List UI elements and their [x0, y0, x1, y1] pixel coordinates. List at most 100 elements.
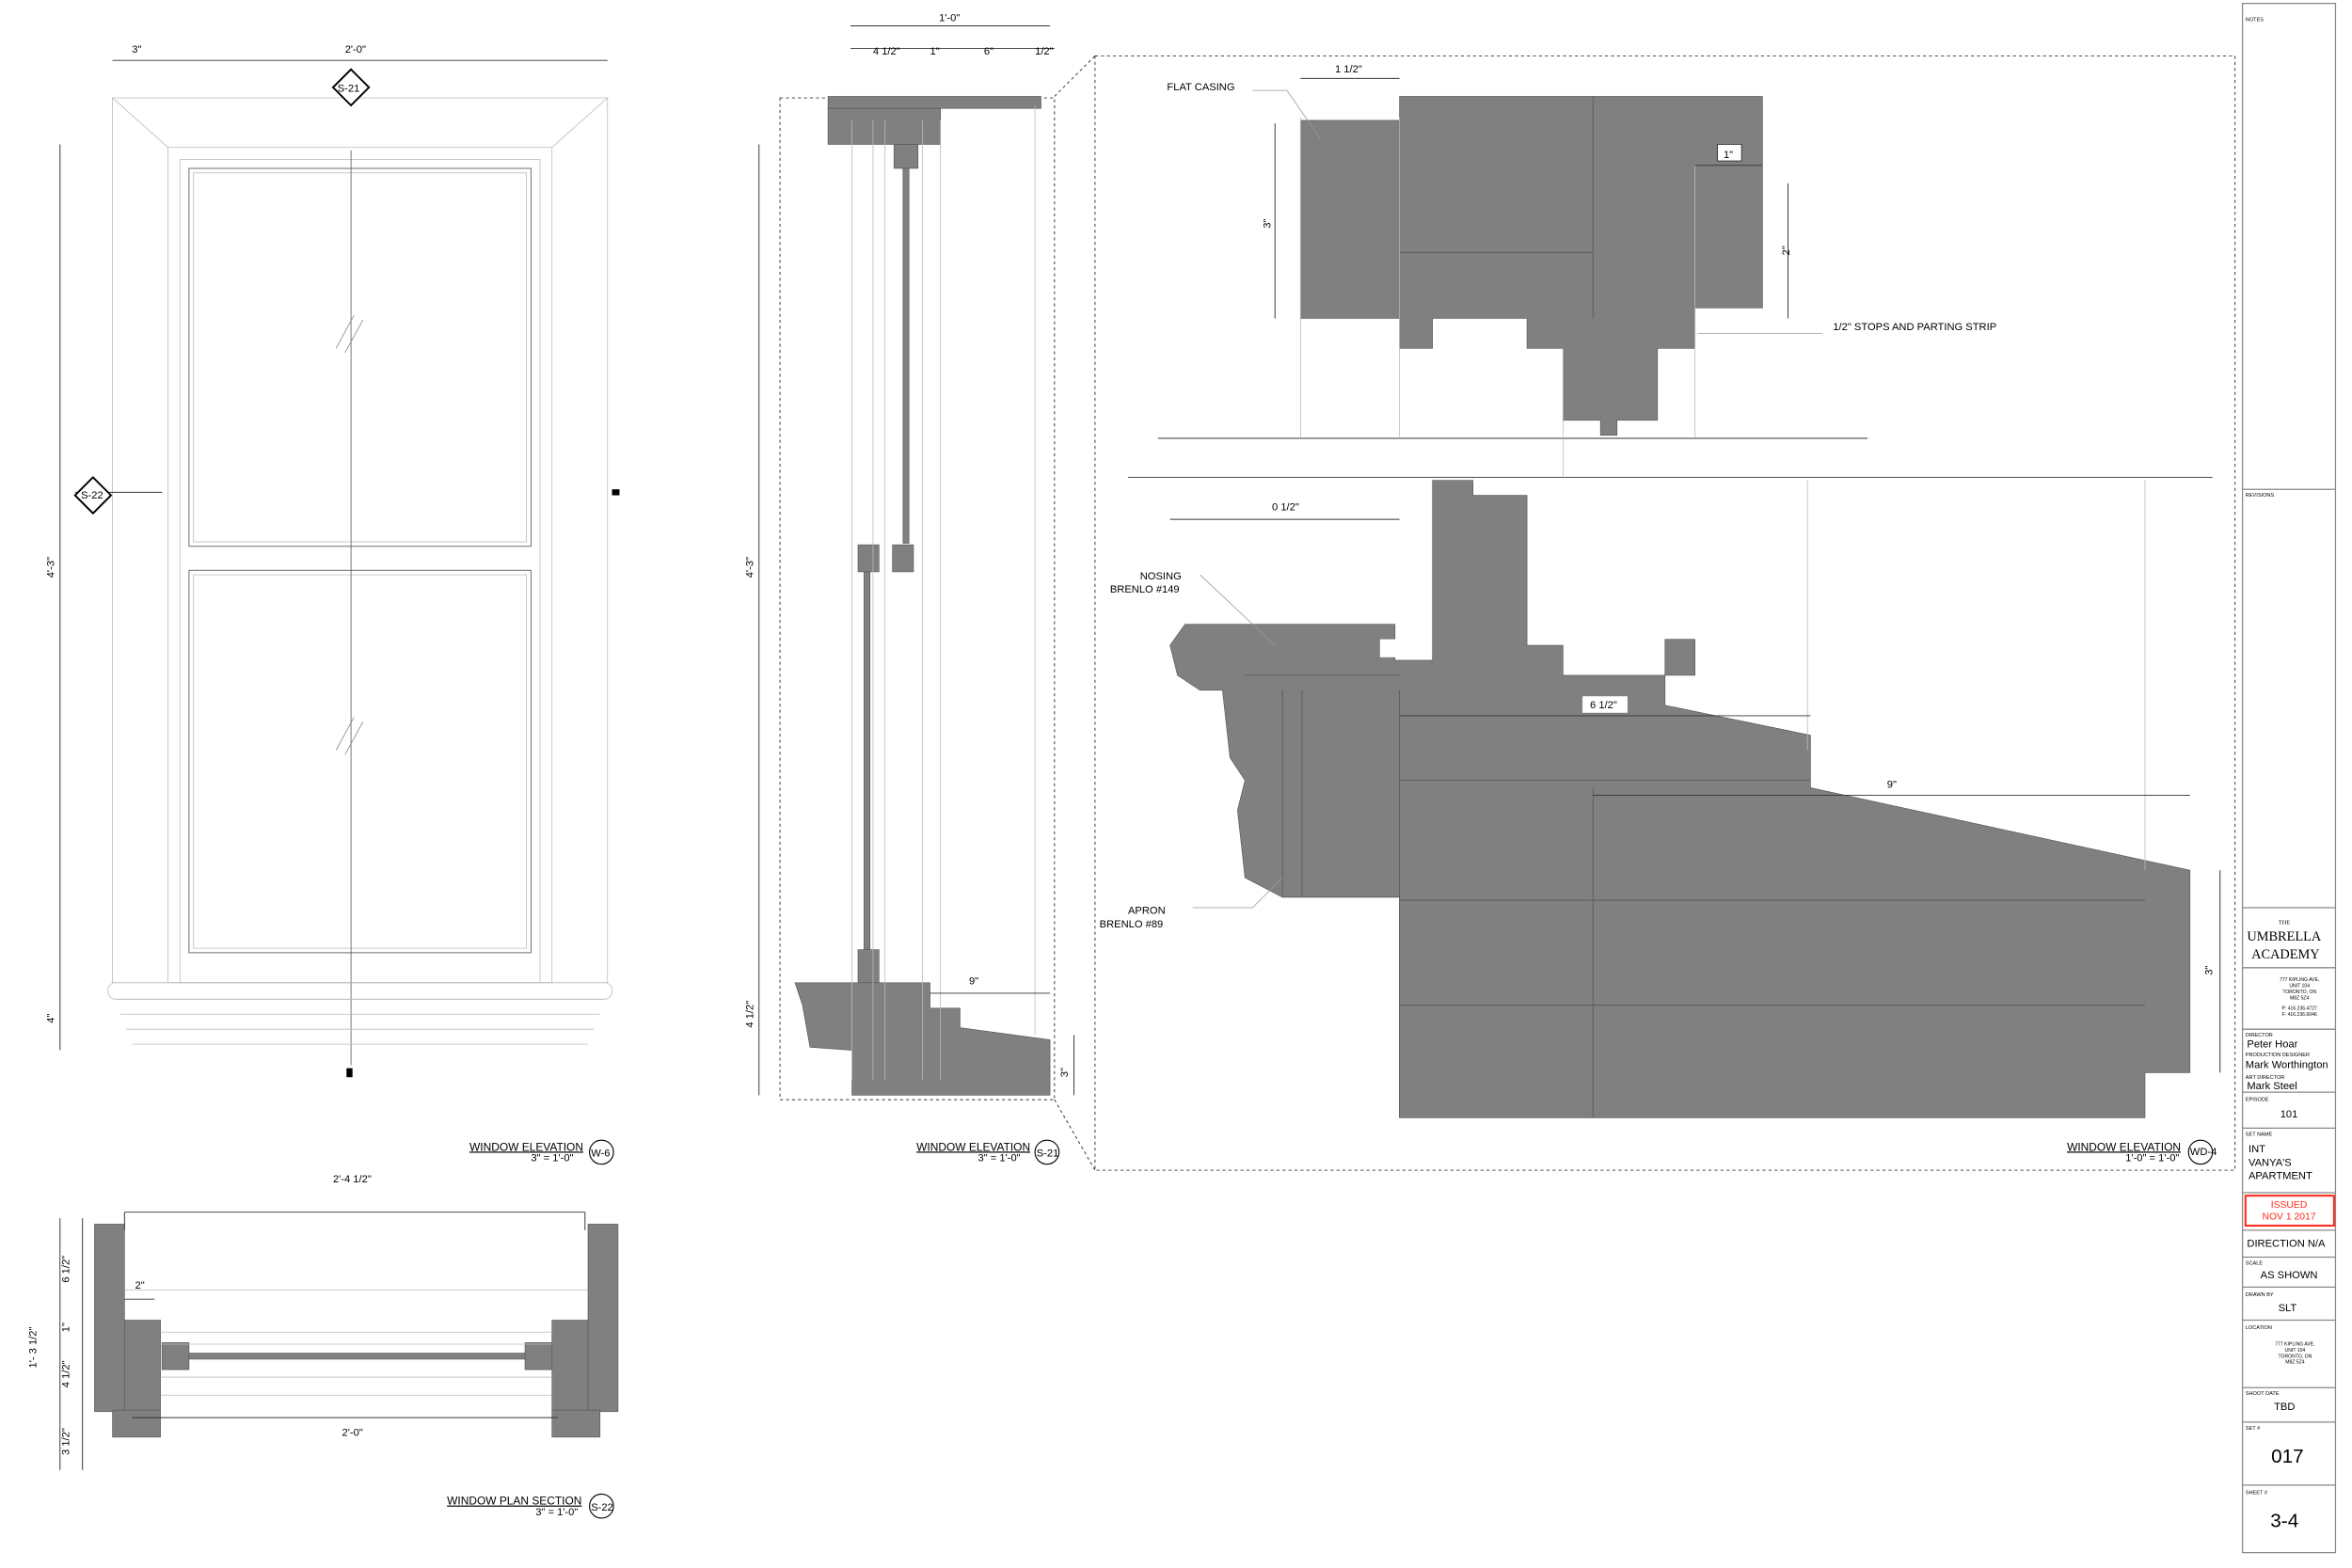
set-name: INT — [2249, 1144, 2265, 1155]
annotation-text: F: 416.236.6046 — [2282, 1012, 2317, 1018]
annotation-text: APARTMENT — [2249, 1171, 2312, 1182]
annotation-text: THE — [2279, 920, 2290, 927]
director: Peter Hoar — [2247, 1038, 2297, 1050]
annotation-text: 6 1/2" — [60, 1256, 72, 1283]
window-section-s21: 1'-0" 4 1/2" 1" 6" 1/2" 4'-3" 4 1/2" 9" … — [744, 13, 1096, 1171]
direction: DIRECTION N/A — [2247, 1238, 2326, 1249]
annotation-text: VANYA'S — [2249, 1157, 2292, 1168]
notes-label: NOTES — [2246, 18, 2264, 24]
annotation-text: NOV 1 2017 — [2263, 1212, 2316, 1223]
annotation-text: W-6 — [591, 1148, 610, 1160]
annotation-text: P: 416.236.4727 — [2282, 1006, 2318, 1011]
annotation-text: UNIT 104 — [2289, 984, 2310, 990]
annotation-text: SCALE — [2246, 1261, 2264, 1267]
window-elevation-w6: 3" 2'-0" 4'-3" 4" S-21 S-22 WINDOW ELEVA… — [45, 44, 620, 1165]
annotation-text: UNIT 104 — [2285, 1348, 2306, 1354]
annotation-text: 4 1/2" — [873, 46, 900, 57]
dim-3in: 3" — [132, 44, 141, 55]
annotation-text: 1" — [60, 1323, 72, 1332]
section-marker-s22[interactable]: S-22 — [73, 476, 113, 515]
view-title-s21: WINDOW ELEVATION 3" = 1'-0" S-21 — [916, 1139, 1060, 1165]
annotation-text: 3" — [2204, 966, 2216, 975]
revisions-label: REVISIONS — [2246, 493, 2275, 499]
production-designer: Mark Worthington — [2246, 1060, 2328, 1071]
label-stops: 1/2" STOPS AND PARTING STRIP — [1833, 322, 1996, 333]
address: 777 KIPLING AVE, UNIT 104 TORONTO, ON M8… — [2280, 977, 2319, 1018]
section-marker-s21[interactable]: S-21 — [331, 68, 371, 107]
annotation-text: 9" — [1887, 779, 1897, 790]
annotation-text: WD-4 — [2190, 1147, 2217, 1158]
annotation-text: 1" — [930, 46, 940, 57]
annotation-text: 2" — [135, 1280, 144, 1291]
annotation-text: 6" — [984, 46, 993, 57]
annotation-text: 3" — [1059, 1068, 1071, 1077]
annotation-text: M8Z 5Z4 — [2290, 995, 2310, 1001]
annotation-text: 2" — [1781, 245, 1792, 255]
annotation-text: TORONTO, ON — [2282, 990, 2316, 995]
annotation-text: DIRECTOR — [2246, 1033, 2273, 1038]
annotation-text: 4 1/2" — [744, 1001, 755, 1028]
art-director: Mark Steel — [2247, 1081, 2296, 1092]
dim-sill: 4" — [45, 1014, 56, 1023]
shoot-date: TBD — [2274, 1402, 2295, 1413]
annotation-text: 3" — [1262, 219, 1273, 229]
location: 777 KIPLING AVE, UNIT 104 TORONTO, ON M8… — [2275, 1342, 2314, 1366]
drawn-by: SLT — [2279, 1303, 2297, 1314]
annotation-text: SET NAME — [2246, 1132, 2273, 1137]
view-title-w6: WINDOW ELEVATION 3" = 1'-0" W-6 — [469, 1139, 614, 1165]
annotation-text: 1 1/2" — [1335, 64, 1362, 75]
annotation-text: M8Z 5Z4 — [2285, 1360, 2305, 1366]
annotation-text: 9" — [969, 975, 978, 987]
sheet-number: 3-4 — [2270, 1511, 2298, 1532]
dim-width: 2'-0" — [345, 44, 366, 55]
annotation-text: ACADEMY — [2251, 947, 2319, 962]
annotation-text: 3" = 1'-0" — [531, 1152, 573, 1164]
label-apron: APRON — [1128, 905, 1166, 916]
scale: AS SHOWN — [2261, 1270, 2318, 1281]
annotation-text: ISSUED — [2271, 1200, 2308, 1211]
set-number: 017 — [2271, 1446, 2304, 1467]
annotation-text: WINDOW ELEVATION — [916, 1140, 1030, 1153]
issued-stamp: ISSUED NOV 1 2017 — [2244, 1195, 2335, 1227]
annotation-text: SET # — [2246, 1426, 2261, 1432]
label-nosing-ref: BRENLO #149 — [1110, 584, 1180, 595]
annotation-text: 1" — [1724, 150, 1733, 161]
annotation-text: UMBRELLA — [2247, 929, 2321, 944]
annotation-text: S-22 — [81, 490, 103, 501]
annotation-text: 2'-4 1/2" — [333, 1174, 372, 1185]
annotation-text: EPISODE — [2246, 1098, 2269, 1103]
annotation-text: 1/2" — [1035, 46, 1054, 57]
annotation-text: WINDOW PLAN SECTION — [447, 1495, 581, 1508]
annotation-text: 1'-0" = 1'-0" — [2125, 1152, 2179, 1164]
view-title-s22: WINDOW PLAN SECTION 3" = 1'-0" S-22 — [447, 1493, 614, 1519]
annotation-text: 4 1/2" — [60, 1360, 72, 1387]
annotation-text: S-21 — [1037, 1148, 1059, 1160]
label-apron-ref: BRENLO #89 — [1100, 919, 1164, 930]
annotation-text: 777 KIPLING AVE, — [2275, 1342, 2314, 1348]
annotation-text: PRODUCTION DESIGNER — [2246, 1053, 2310, 1058]
annotation-text: 3" = 1'-0" — [978, 1152, 1021, 1164]
annotation-text: 0 1/2" — [1272, 502, 1299, 514]
annotation-text: TORONTO, ON — [2279, 1354, 2312, 1359]
label-nosing: NOSING — [1140, 571, 1182, 582]
window-plan-section-s22: 2'-4 1/2" 2'-0" 2" 1'- 3 1/2" 6 1/2" 1" … — [27, 1174, 619, 1519]
title-block: NOTES REVISIONS THE UMBRELLA ACADEMY 777… — [2241, 2, 2337, 1554]
annotation-text: 1'- 3 1/2" — [27, 1327, 39, 1369]
annotation-text: ART DIRECTOR — [2246, 1075, 2285, 1081]
annotation-text: WINDOW ELEVATION — [469, 1140, 583, 1153]
annotation-text: S-22 — [591, 1502, 613, 1513]
view-title-wd4: WINDOW ELEVATION 1'-0" = 1'-0" WD-4 — [2067, 1139, 2217, 1165]
dim-height: 4'-3" — [45, 557, 56, 578]
umbrella-academy-logo: THE UMBRELLA ACADEMY — [2247, 920, 2321, 963]
annotation-text: 6 1/2" — [1590, 700, 1617, 711]
label-flat-casing: FLAT CASING — [1167, 82, 1234, 93]
annotation-text: S-21 — [338, 84, 360, 95]
annotation-text: 3 1/2" — [60, 1428, 72, 1455]
annotation-text: SHOOT DATE — [2246, 1391, 2280, 1397]
annotation-text: WINDOW ELEVATION — [2067, 1140, 2181, 1153]
window-detail-wd4: FLAT CASING 1/2" STOPS AND PARTING STRIP… — [1094, 55, 2236, 1171]
annotation-text: LOCATION — [2246, 1325, 2272, 1331]
episode: 101 — [2280, 1109, 2298, 1120]
annotation-text: 4'-3" — [744, 557, 755, 578]
